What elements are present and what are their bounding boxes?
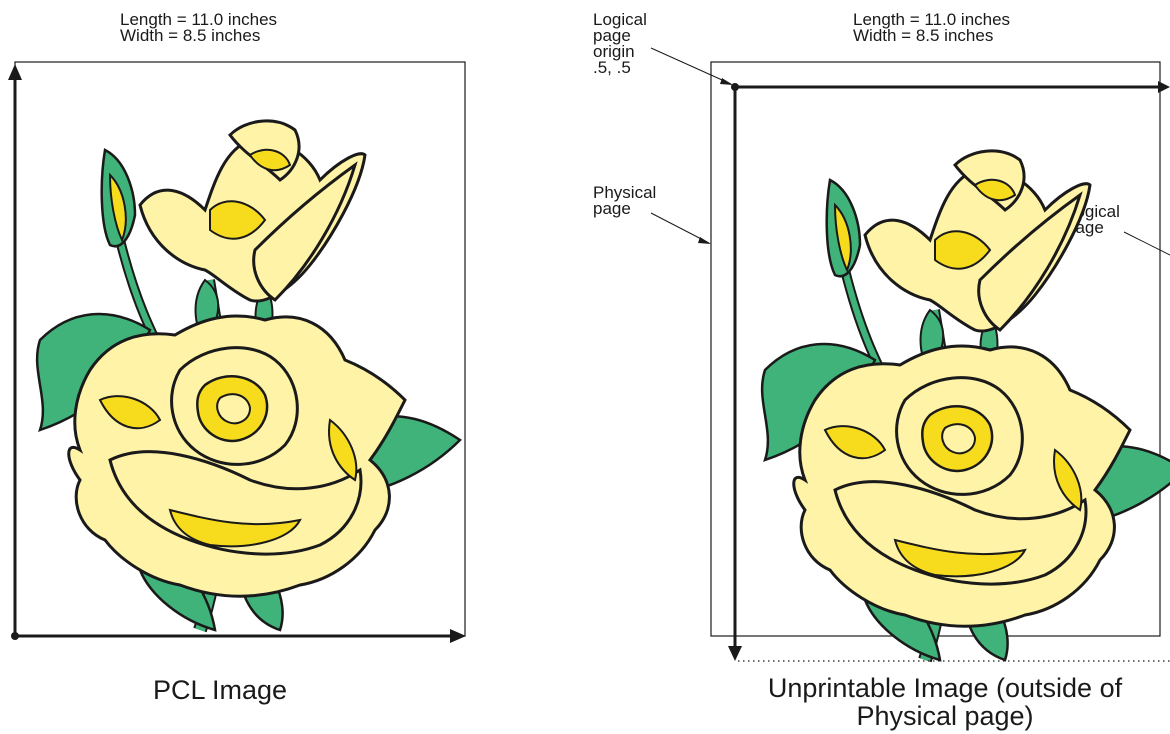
left-origin-dot: [11, 632, 19, 640]
left-vertical-arrowhead: [8, 64, 22, 80]
origin-leader-arrowhead: [720, 78, 733, 85]
logical-origin-dot: [731, 83, 739, 91]
left-horizontal-arrowhead: [450, 629, 466, 643]
logical-top-arrowhead: [1158, 81, 1170, 93]
physical-leader-arrowhead: [698, 237, 711, 244]
logical-page-leader-line: [1124, 232, 1170, 255]
left-rose-illustration: [37, 121, 460, 630]
right-rose-illustration: [762, 151, 1170, 660]
logical-left-arrowhead: [728, 646, 742, 661]
origin-leader-line: [651, 48, 731, 84]
